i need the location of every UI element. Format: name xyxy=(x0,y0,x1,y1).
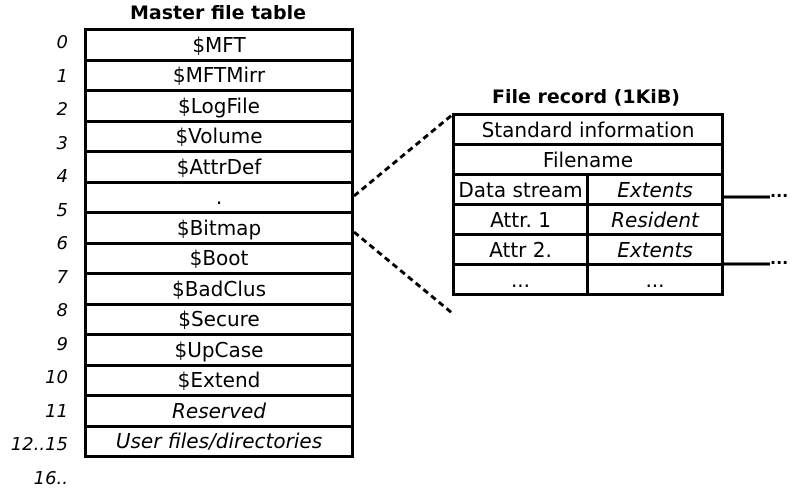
continuation-marker: ··· xyxy=(770,186,788,205)
mft-row: $Bitmap xyxy=(84,211,354,245)
attribute-name-cell: Data stream xyxy=(452,173,589,206)
mft-row: $Boot xyxy=(84,241,354,275)
mft-entry-mftmirr: $MFTMirr xyxy=(84,58,354,92)
mft-row: $MFTMirr xyxy=(84,58,354,92)
mft-row: $MFT xyxy=(84,28,354,62)
mft-entry-boot: $Boot xyxy=(84,241,354,275)
mft-index-4: 4 xyxy=(56,166,68,187)
mft-row: $LogFile xyxy=(84,89,354,123)
continuation-marker: ··· xyxy=(770,253,788,272)
mft-index-6: 6 xyxy=(56,233,68,254)
mft-row: User files/directories xyxy=(84,424,354,458)
mft-row: $Extend xyxy=(84,363,354,397)
mft-entry-attrdef: $AttrDef xyxy=(84,150,354,184)
mft-index-8: 8 xyxy=(56,300,68,321)
mft-index-12-15: 12..15 xyxy=(10,434,68,455)
mft-row: . xyxy=(84,180,354,214)
attribute-storage-cell: Resident xyxy=(586,203,724,236)
mft-index-7: 7 xyxy=(56,266,68,288)
file-record-row: Data stream Extents xyxy=(452,173,724,206)
master-file-table: $MFT $MFTMirr $LogFile $Volume $AttrDef … xyxy=(84,28,354,458)
file-record-row: Attr 2. Extents xyxy=(452,233,724,266)
mft-entry-mft: $MFT xyxy=(84,28,354,62)
file-record-title: File record (1KiB) xyxy=(492,86,680,108)
mft-entry-root-dir: . xyxy=(84,180,354,214)
attribute-storage-cell: Extents xyxy=(586,173,724,206)
attribute-name-cell: Attr 2. xyxy=(452,233,589,266)
file-record-table: Standard information Filename Data strea… xyxy=(452,113,724,296)
master-file-table-title: Master file table xyxy=(130,2,306,24)
mft-row: $Volume xyxy=(84,119,354,153)
file-record-row: Standard information xyxy=(452,113,724,146)
mft-index-16: 16.. xyxy=(33,467,68,489)
mft-entry-reserved: Reserved xyxy=(84,394,354,428)
attribute-name-cell: ... xyxy=(452,263,589,296)
file-record-row: ... ... xyxy=(452,263,724,296)
mft-row: $Secure xyxy=(84,302,354,336)
standard-information-cell: Standard information xyxy=(452,113,724,146)
mft-row: $BadClus xyxy=(84,272,354,306)
mft-index-1: 1 xyxy=(56,65,68,87)
mft-index-0: 0 xyxy=(56,32,68,53)
mft-entry-secure: $Secure xyxy=(84,302,354,336)
mft-entry-user-files: User files/directories xyxy=(84,424,354,458)
mft-index-column: 0 1 2 3 4 5 6 7 8 9 10 11 12..15 16.. xyxy=(0,28,70,497)
file-record-row: Attr. 1 Resident xyxy=(452,203,724,236)
attribute-storage-cell: Extents xyxy=(586,233,724,266)
mft-row: $UpCase xyxy=(84,333,354,367)
mft-index-10: 10 xyxy=(45,367,68,388)
attribute-name-cell: Attr. 1 xyxy=(452,203,589,236)
mft-index-11: 11 xyxy=(45,400,68,422)
mft-row: Reserved xyxy=(84,394,354,428)
mft-index-3: 3 xyxy=(56,132,68,154)
file-record-row: Filename xyxy=(452,143,724,176)
zoom-connector-bottom xyxy=(353,230,453,315)
mft-index-5: 5 xyxy=(56,199,68,221)
mft-index-2: 2 xyxy=(56,99,68,120)
mft-entry-badclus: $BadClus xyxy=(84,272,354,306)
filename-cell: Filename xyxy=(452,143,724,176)
mft-entry-volume: $Volume xyxy=(84,119,354,153)
mft-entry-upcase: $UpCase xyxy=(84,333,354,367)
mft-row: $AttrDef xyxy=(84,150,354,184)
attribute-storage-cell: ... xyxy=(586,263,724,296)
mft-index-9: 9 xyxy=(56,333,68,355)
mft-entry-logfile: $LogFile xyxy=(84,89,354,123)
zoom-connector-top xyxy=(353,113,453,198)
mft-entry-extend: $Extend xyxy=(84,363,354,397)
mft-entry-bitmap: $Bitmap xyxy=(84,211,354,245)
